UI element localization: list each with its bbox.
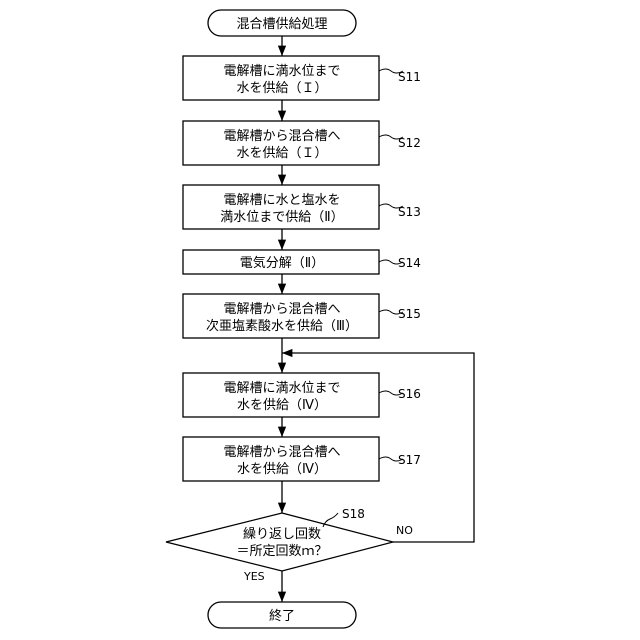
step-s15: 電解槽から混合槽へ 次亜塩素酸水を供給（Ⅲ） bbox=[183, 294, 379, 338]
step-s11-line2: 水を供給（Ｉ） bbox=[236, 81, 327, 96]
decision-line1: 繰り返し回数 bbox=[243, 527, 321, 542]
step-s17-line1: 電解槽から混合槽へ bbox=[223, 445, 340, 460]
step-id-s18: S18 bbox=[342, 507, 365, 521]
step-s16-line2: 水を供給（Ⅳ） bbox=[237, 398, 327, 413]
step-s17-line2: 水を供給（Ⅳ） bbox=[237, 462, 327, 477]
step-s13-line2: 満水位まで供給（Ⅱ） bbox=[220, 210, 343, 225]
step-s12: 電解槽から混合槽へ 水を供給（Ｉ） bbox=[183, 121, 379, 165]
step-id-s16: S16 bbox=[398, 387, 421, 401]
step-id-s15: S15 bbox=[398, 307, 421, 321]
step-s15-line1: 電解槽から混合槽へ bbox=[223, 302, 340, 317]
start-label: 混合槽供給処理 bbox=[236, 17, 327, 32]
step-s14: 電気分解（Ⅱ） bbox=[183, 250, 379, 274]
step-s17: 電解槽から混合槽へ 水を供給（Ⅳ） bbox=[183, 437, 379, 481]
step-id-s14: S14 bbox=[398, 256, 421, 270]
step-s15-line2: 次亜塩素酸水を供給（Ⅲ） bbox=[206, 318, 358, 334]
step-id-s11: S11 bbox=[398, 70, 421, 84]
end-label: 終了 bbox=[269, 608, 295, 624]
start-terminal: 混合槽供給処理 bbox=[208, 10, 356, 36]
step-s11-line1: 電解槽に満水位まで bbox=[223, 64, 340, 79]
yes-branch-label: YES bbox=[243, 570, 265, 583]
step-id-s13: S13 bbox=[398, 205, 421, 219]
step-s16: 電解槽に満水位まで 水を供給（Ⅳ） bbox=[183, 373, 379, 417]
step-s11: 電解槽に満水位まで 水を供給（Ｉ） bbox=[183, 56, 379, 100]
step-s13: 電解槽に水と塩水を 満水位まで供給（Ⅱ） bbox=[183, 185, 379, 229]
step-s13-line1: 電解槽に水と塩水を bbox=[223, 193, 340, 208]
step-s12-line2: 水を供給（Ｉ） bbox=[236, 146, 327, 161]
step-s12-line1: 電解槽から混合槽へ bbox=[223, 129, 340, 144]
end-terminal: 終了 bbox=[208, 602, 356, 628]
step-s16-line1: 電解槽に満水位まで bbox=[223, 381, 340, 396]
step-id-s12: S12 bbox=[398, 136, 421, 150]
step-s14-line1: 電気分解（Ⅱ） bbox=[240, 255, 324, 271]
decision-s18: 繰り返し回数 ＝所定回数ｍ？ bbox=[166, 513, 393, 571]
no-branch-label: NO bbox=[396, 524, 413, 537]
step-id-s17: S17 bbox=[398, 453, 421, 467]
decision-line2: ＝所定回数ｍ？ bbox=[236, 544, 327, 559]
